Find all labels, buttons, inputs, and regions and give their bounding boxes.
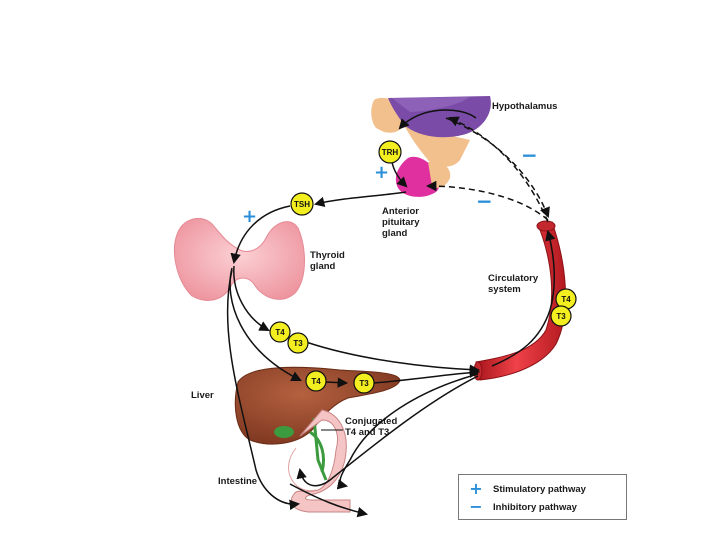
thyroid-t4-badge: T4 — [269, 321, 291, 343]
anterior-pituitary-label-line2: pituitary — [382, 217, 420, 228]
circulation-up-arrow — [491, 229, 556, 367]
legend-inhibitory-label: Inhibitory pathway — [493, 501, 577, 513]
trh-plus-sign: + — [374, 162, 389, 183]
pathway-arrows — [226, 109, 556, 518]
tsh-to-thyroid-arrow — [230, 205, 291, 265]
circulation-to-intestine-arrow — [336, 373, 479, 490]
liver-t4-badge: T4 — [305, 370, 327, 392]
liver-t3-badge: T3 — [353, 372, 375, 394]
hypothalamus-to-trh-arrow — [398, 109, 477, 130]
t3-label: T3 — [556, 312, 566, 321]
feedback-arrows — [425, 116, 550, 223]
legend-minus-symbol: − — [469, 497, 483, 516]
trh-label: TRH — [382, 148, 399, 157]
pituitary-minus-sign: − — [476, 189, 493, 213]
hypothalamus-label: Hypothalamus — [492, 101, 557, 112]
t4t3-to-circulation-arrow — [305, 341, 481, 375]
legend-stimulatory-row: + Stimulatory pathway — [467, 481, 586, 497]
tsh-plus-sign: + — [242, 206, 257, 227]
legend-plus-symbol: + — [469, 479, 483, 498]
circulatory-label-line2: system — [488, 284, 521, 295]
thyroid-t3-badge: T3 — [287, 332, 309, 354]
anterior-pituitary-label-line1: Anterior — [382, 206, 419, 217]
liver-to-circulation-arrow — [373, 367, 481, 384]
feedback-to-pituitary-arrow — [425, 180, 549, 221]
legend-inhibitory-row: − Inhibitory pathway — [467, 499, 577, 515]
liver-label: Liver — [191, 390, 214, 401]
legend-stimulatory-label: Stimulatory pathway — [493, 483, 586, 495]
t4-label: T4 — [275, 328, 285, 337]
conjugated-label-line2: T4 and T3 — [345, 427, 389, 438]
t3-label: T3 — [293, 339, 303, 348]
legend: + Stimulatory pathway − Inhibitory pathw… — [458, 474, 627, 520]
tsh-badge: TSH — [290, 192, 314, 216]
hypothalamus-minus-sign: − — [521, 143, 538, 167]
conjugated-label-line1: Conjugated — [345, 416, 397, 427]
thyroid-to-intestine-arrow — [226, 269, 301, 511]
trh-to-pituitary-arrow — [391, 161, 408, 188]
feedback-down-arrow — [445, 117, 550, 218]
intestine-label: Intestine — [218, 476, 257, 487]
t4-label: T4 — [311, 377, 321, 386]
thyroid-label-line1: Thyroid — [310, 250, 345, 261]
circulatory-label-line1: Circulatory — [488, 273, 539, 284]
tsh-label: TSH — [294, 200, 310, 209]
thyroid-label-line2: gland — [310, 261, 336, 272]
t3-label: T3 — [359, 379, 369, 388]
t4-to-t3-arrow — [325, 377, 349, 388]
thyroid-gland-organ — [174, 217, 305, 301]
thyroid-to-t4t3-arrow — [233, 265, 270, 332]
intestine-excretion-arrow — [289, 483, 369, 518]
anterior-pituitary-label-line3: gland — [382, 228, 408, 239]
circulation-to-gut-arrow — [296, 375, 479, 487]
vessel-t3-badge: T3 — [550, 305, 572, 327]
trh-badge: TRH — [378, 140, 402, 164]
pituitary-to-tsh-arrow — [313, 191, 407, 208]
t4-label: T4 — [561, 295, 571, 304]
